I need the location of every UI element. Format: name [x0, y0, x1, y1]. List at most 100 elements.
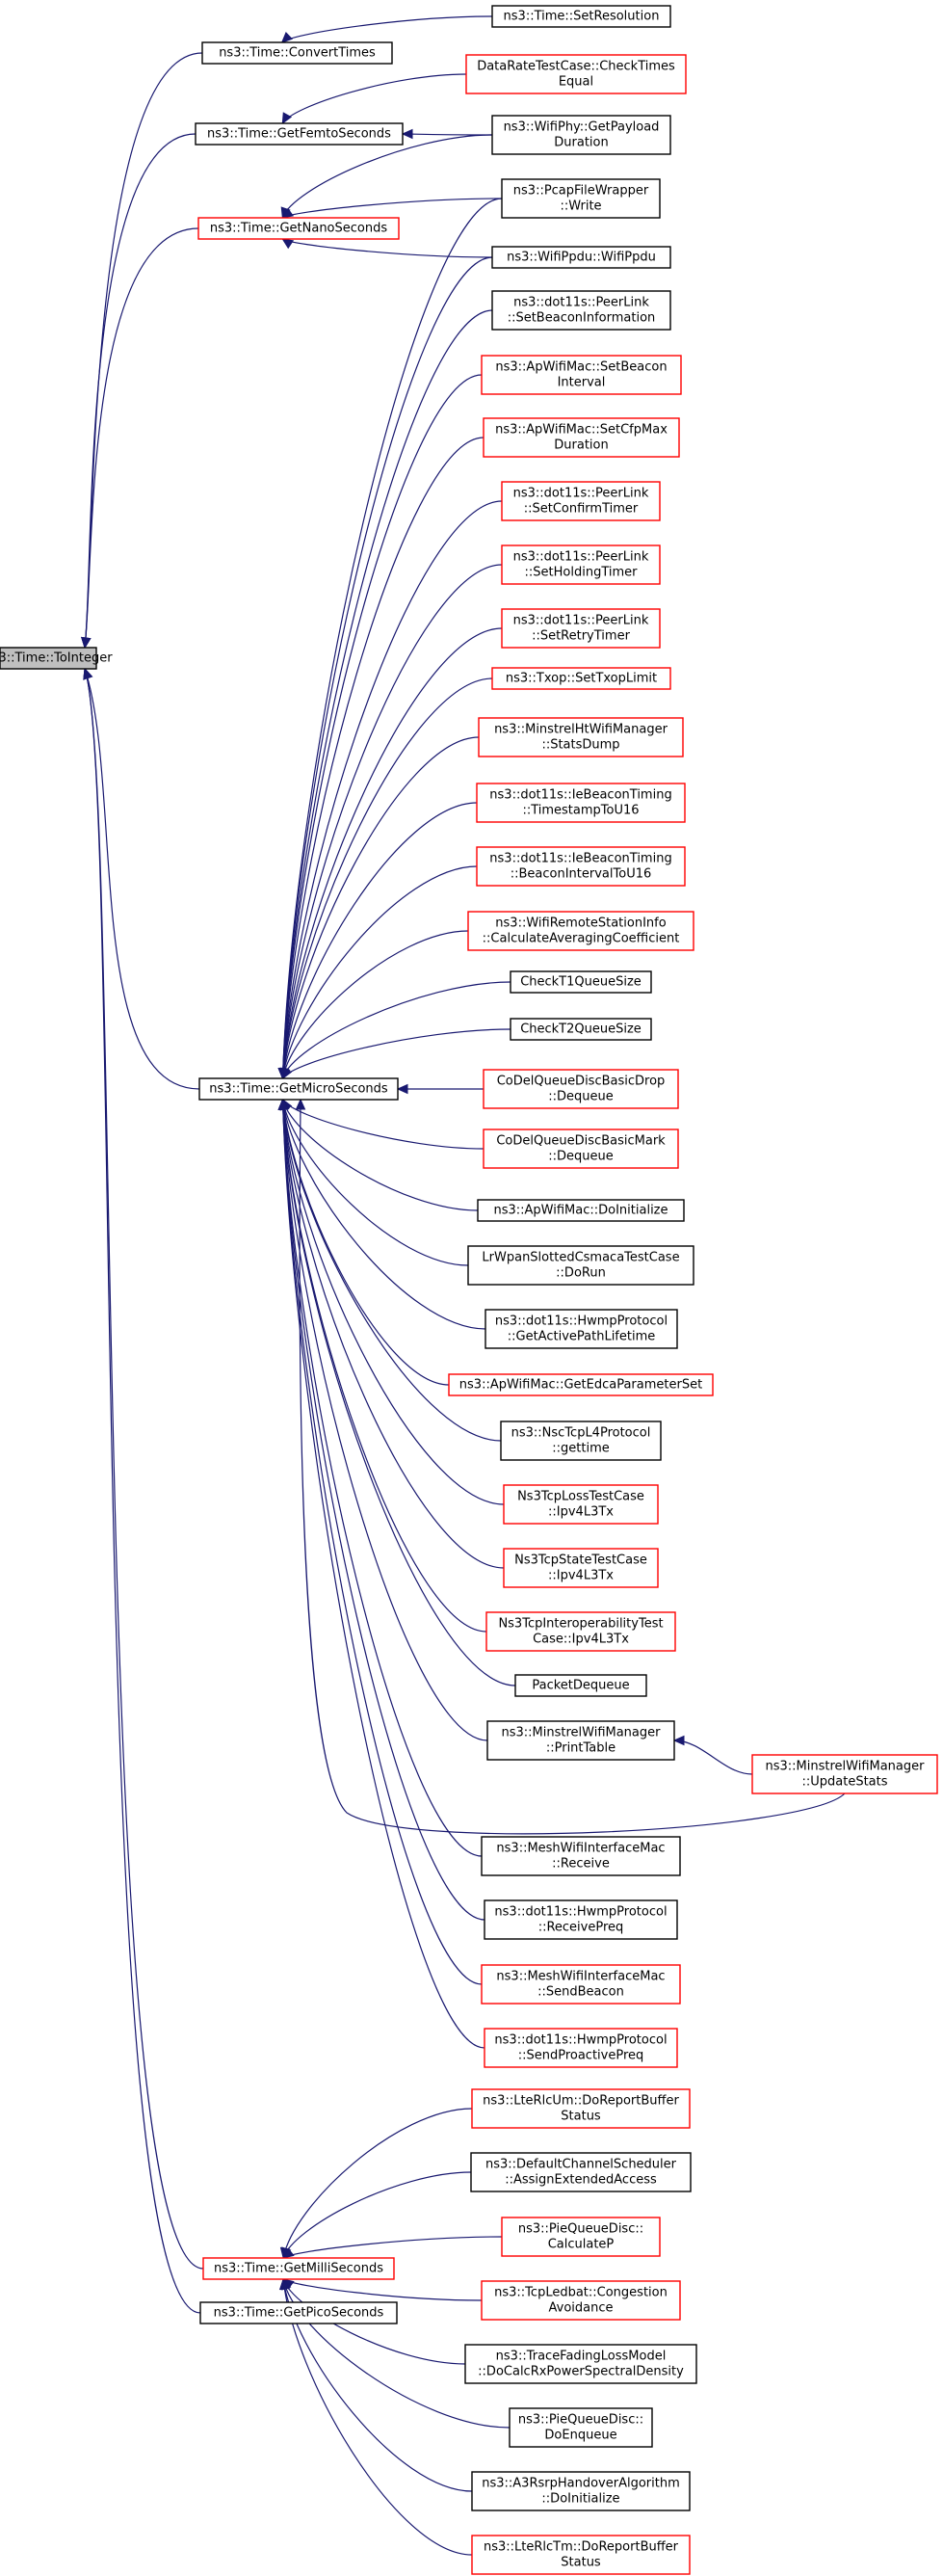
- node-box: [481, 1964, 681, 2005]
- node-tointeger[interactable]: ns3::Time::ToInteger: [0, 647, 113, 670]
- arrowhead-icon: [295, 1098, 306, 1110]
- node-label: ns3::ApWifiMac::DoInitialize: [493, 1204, 668, 1218]
- node-setres[interactable]: ns3::Time::SetResolution: [491, 5, 671, 28]
- edge-line: [281, 437, 485, 1079]
- node-label: ns3::LteRlcTm::DoReportBuffer: [484, 2540, 679, 2555]
- node-tcpstate[interactable]: Ns3TcpStateTestCase::Ipv4L3Tx: [503, 1548, 659, 1588]
- node-micro[interactable]: ns3::Time::GetMicroSeconds: [198, 1077, 399, 1101]
- node-lrwpan[interactable]: LrWpanSlottedCsmacaTestCase::DoRun: [467, 1245, 694, 1286]
- edge-line: [281, 736, 480, 1079]
- node-codelmark[interactable]: CoDelQueueDiscBasicMark::Dequeue: [483, 1129, 679, 1169]
- node-label: ::gettime: [552, 1442, 609, 1456]
- node-label: ::DoCalcRxPowerSpectralDensity: [478, 2365, 684, 2379]
- node-label: ::TimestampToU16: [522, 804, 639, 818]
- node-label: ::UpdateStats: [801, 1775, 887, 1790]
- node-label: ns3::dot11s::HwmpProtocol: [494, 2033, 667, 2048]
- edge-hwmppreq-to-micro: [277, 1098, 485, 1921]
- node-peerbeacon[interactable]: ns3::dot11s::PeerLink::SetBeaconInformat…: [491, 290, 671, 331]
- node-hwmppreq[interactable]: ns3::dot11s::HwmpProtocol::ReceivePreq: [484, 1899, 678, 1940]
- node-label: Status: [561, 2556, 601, 2570]
- edge-ct2-to-micro: [281, 1028, 511, 1080]
- node-meshrecv[interactable]: ns3::MeshWifiInterfaceMac::Receive: [481, 1836, 681, 1876]
- node-label: ::ReceivePreq: [538, 1921, 624, 1935]
- node-minstrelprint[interactable]: ns3::MinstrelWifiManager::PrintTable: [486, 1720, 675, 1761]
- node-edca[interactable]: ns3::ApWifiMac::GetEdcaParameterSet: [448, 1373, 714, 1396]
- node-remote[interactable]: ns3::WifiRemoteStationInfo::CalculateAve…: [467, 911, 694, 951]
- node-bi16[interactable]: ns3::dot11s::IeBeaconTiming::BeaconInter…: [476, 846, 686, 887]
- node-pico[interactable]: ns3::Time::GetPicoSeconds: [199, 2301, 398, 2324]
- node-box: [483, 417, 680, 458]
- node-box: [478, 717, 684, 757]
- node-pieprob[interactable]: ns3::PieQueueDisc::CalculateP: [501, 2217, 661, 2257]
- edge-txop-to-micro: [277, 677, 493, 1080]
- node-hwmpproactive[interactable]: ns3::dot11s::HwmpProtocol::SendProactive…: [484, 2028, 678, 2068]
- edge-line: [281, 15, 493, 43]
- node-meshbeacon[interactable]: ns3::MeshWifiInterfaceMac::SendBeacon: [481, 1964, 681, 2005]
- node-ct1[interactable]: CheckT1QueueSize: [510, 970, 652, 994]
- node-box: [501, 2217, 661, 2257]
- node-femto[interactable]: ns3::Time::GetFemtoSeconds: [195, 122, 404, 146]
- node-label: Case::Ipv4L3Tx: [533, 1633, 629, 1647]
- node-box: [484, 2028, 678, 2068]
- node-tcploss[interactable]: Ns3TcpLossTestCase::Ipv4L3Tx: [503, 1484, 659, 1525]
- edge-line: [84, 133, 196, 649]
- node-confirm[interactable]: ns3::dot11s::PeerLink::SetConfirmTimer: [501, 481, 661, 521]
- node-label: ns3::Time::GetFemtoSeconds: [207, 127, 391, 142]
- node-label: ns3::MeshWifiInterfaceMac: [496, 1970, 665, 1984]
- node-label: ::GetActivePathLifetime: [508, 1330, 656, 1344]
- node-box: [465, 54, 687, 94]
- node-box: [491, 246, 671, 269]
- node-box: [199, 2301, 398, 2324]
- node-retry[interactable]: ns3::dot11s::PeerLink::SetRetryTimer: [501, 608, 661, 649]
- node-label: ns3::dot11s::HwmpProtocol: [494, 1905, 667, 1920]
- node-label: ns3::DefaultChannelScheduler: [485, 2158, 677, 2172]
- node-label: ns3::MinstrelWifiManager: [501, 1726, 661, 1740]
- node-pieenq[interactable]: ns3::PieQueueDisc::DoEnqueue: [509, 2407, 653, 2448]
- node-defsched[interactable]: ns3::DefaultChannelScheduler::AssignExte…: [470, 2152, 692, 2192]
- edge-line: [281, 374, 483, 1079]
- edge-line: [282, 2278, 466, 2365]
- node-box: [476, 846, 686, 887]
- node-label: ns3::dot11s::PeerLink: [513, 550, 649, 565]
- edge-line: [282, 2108, 473, 2259]
- node-a3rsrp[interactable]: ns3::A3RsrpHandoverAlgorithm::DoInitiali…: [471, 2471, 691, 2511]
- node-convtimes[interactable]: ns3::Time::ConvertTimes: [201, 41, 393, 65]
- node-nano[interactable]: ns3::Time::GetNanoSeconds: [197, 217, 400, 240]
- node-milli[interactable]: ns3::Time::GetMilliSeconds: [202, 2257, 395, 2280]
- node-box: [471, 2471, 691, 2511]
- node-ct2[interactable]: CheckT2QueueSize: [510, 1018, 652, 1041]
- node-codeldrop[interactable]: CoDelQueueDiscBasicDrop::Dequeue: [483, 1069, 679, 1109]
- node-ppdu[interactable]: ns3::WifiPpdu::WifiPpdu: [491, 246, 671, 269]
- node-txop[interactable]: ns3::Txop::SetTxopLimit: [491, 667, 671, 690]
- node-apinit[interactable]: ns3::ApWifiMac::DoInitialize: [477, 1199, 685, 1222]
- node-tracefading[interactable]: ns3::TraceFadingLossModel::DoCalcRxPower…: [464, 2344, 697, 2384]
- edge-line: [281, 198, 503, 1079]
- edge-edca-to-micro: [278, 1098, 450, 1386]
- node-pktdeq[interactable]: PacketDequeue: [514, 1674, 647, 1697]
- node-box: [514, 1674, 647, 1697]
- node-pcap[interactable]: ns3::PcapFileWrapper::Write: [501, 178, 661, 219]
- node-minstrelht[interactable]: ns3::MinstrelHtWifiManager::StatsDump: [478, 717, 684, 757]
- edge-pieprob-to-milli: [282, 2236, 503, 2259]
- node-holding[interactable]: ns3::dot11s::PeerLink::SetHoldingTimer: [501, 544, 661, 585]
- node-label: Duration: [554, 136, 608, 150]
- node-ts16[interactable]: ns3::dot11s::IeBeaconTiming::TimestampTo…: [476, 783, 686, 823]
- node-box: [509, 2407, 653, 2448]
- node-hwmpactive[interactable]: ns3::dot11s::HwmpProtocol::GetActivePath…: [485, 1309, 678, 1349]
- node-label: ns3::Time::ToInteger: [0, 651, 113, 666]
- node-nsc[interactable]: ns3::NscTcpL4Protocol::gettime: [500, 1421, 662, 1461]
- node-label: ns3::TraceFadingLossModel: [496, 2350, 667, 2364]
- node-minstrelupdate[interactable]: ns3::MinstrelWifiManager::UpdateStats: [751, 1754, 938, 1794]
- arrowhead-icon: [396, 1083, 408, 1095]
- node-box: [501, 481, 661, 521]
- node-box: [464, 2344, 697, 2384]
- node-box: [501, 608, 661, 649]
